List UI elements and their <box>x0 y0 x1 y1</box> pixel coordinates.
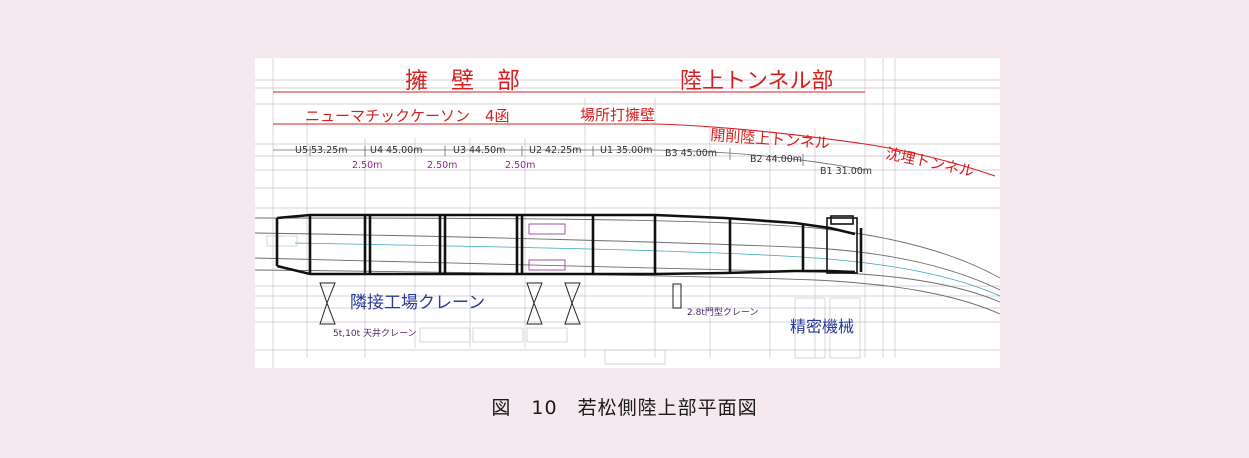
segment-dimension-line <box>273 146 866 171</box>
subsection-cast-in-place-wall: 場所打擁壁 <box>580 106 655 124</box>
label-gantry-crane: 2.8t門型クレーン <box>687 307 758 318</box>
gap-label: 2.50m <box>427 160 457 171</box>
subsection-immersed-tunnel: 沈埋トンネル <box>884 144 975 180</box>
crane-symbols <box>319 282 682 325</box>
segment-label: B3 45.00m <box>665 148 717 159</box>
section-dimension-lines <box>273 91 996 177</box>
segment-label: U2 42.25m <box>529 145 581 156</box>
subsection-pneumatic-caisson: ニューマチックケーソン 4函 <box>305 107 510 125</box>
gap-label: 2.50m <box>352 160 382 171</box>
site-grid <box>255 58 1000 368</box>
segment-label: U4 45.00m <box>370 145 422 156</box>
segment-label: U5 53.25m <box>295 145 347 156</box>
segment-label: U3 44.50m <box>453 145 505 156</box>
segment-label: B2 44.00m <box>750 154 802 165</box>
segment-label: U1 35.00m <box>600 145 652 156</box>
inner-markers <box>528 223 566 271</box>
gap-label: 2.50m <box>505 160 535 171</box>
section-retaining-wall: 擁 壁 部 <box>405 68 520 94</box>
plan-drawing: 擁 壁 部 陸上トンネル部 ニューマチックケーソン 4函 場所打擁壁 開削陸上ト… <box>255 58 1000 368</box>
guide-cyan-lines <box>294 242 1000 297</box>
segment-label: B1 31.00m <box>820 166 872 177</box>
label-adjacent-crane: 隣接工場クレーン <box>350 293 485 313</box>
figure-caption: 図 10 若松側陸上部平面図 <box>491 397 758 419</box>
tunnel-structure <box>275 213 863 276</box>
section-land-tunnel: 陸上トンネル部 <box>680 69 834 94</box>
label-precision-machine: 精密機械 <box>790 317 854 336</box>
alignment-lines <box>255 217 1000 315</box>
label-overhead-crane: 5t,10t 天井クレーン <box>333 327 417 339</box>
